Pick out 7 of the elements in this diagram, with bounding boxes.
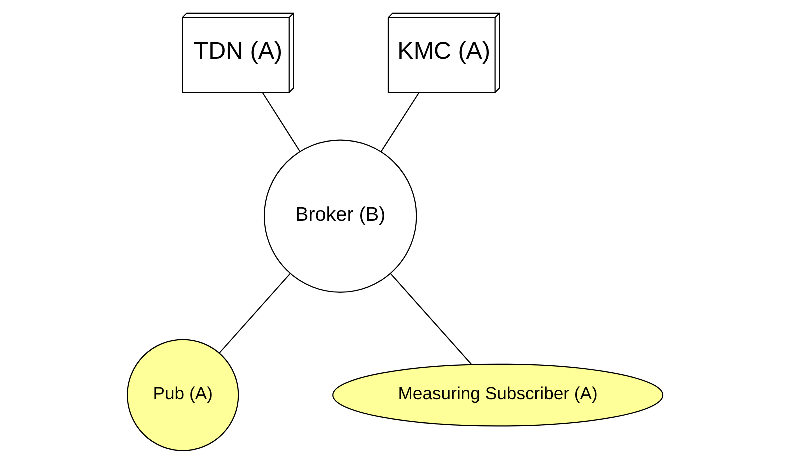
node-circle: Pub (A)	[126, 338, 239, 451]
connector	[262, 92, 300, 152]
connector	[390, 273, 472, 364]
connector	[380, 92, 420, 152]
node-circle: Broker (B)	[263, 139, 417, 292]
connector	[218, 273, 290, 354]
node-ellipse: Measuring Subscriber (A)	[332, 363, 664, 426]
